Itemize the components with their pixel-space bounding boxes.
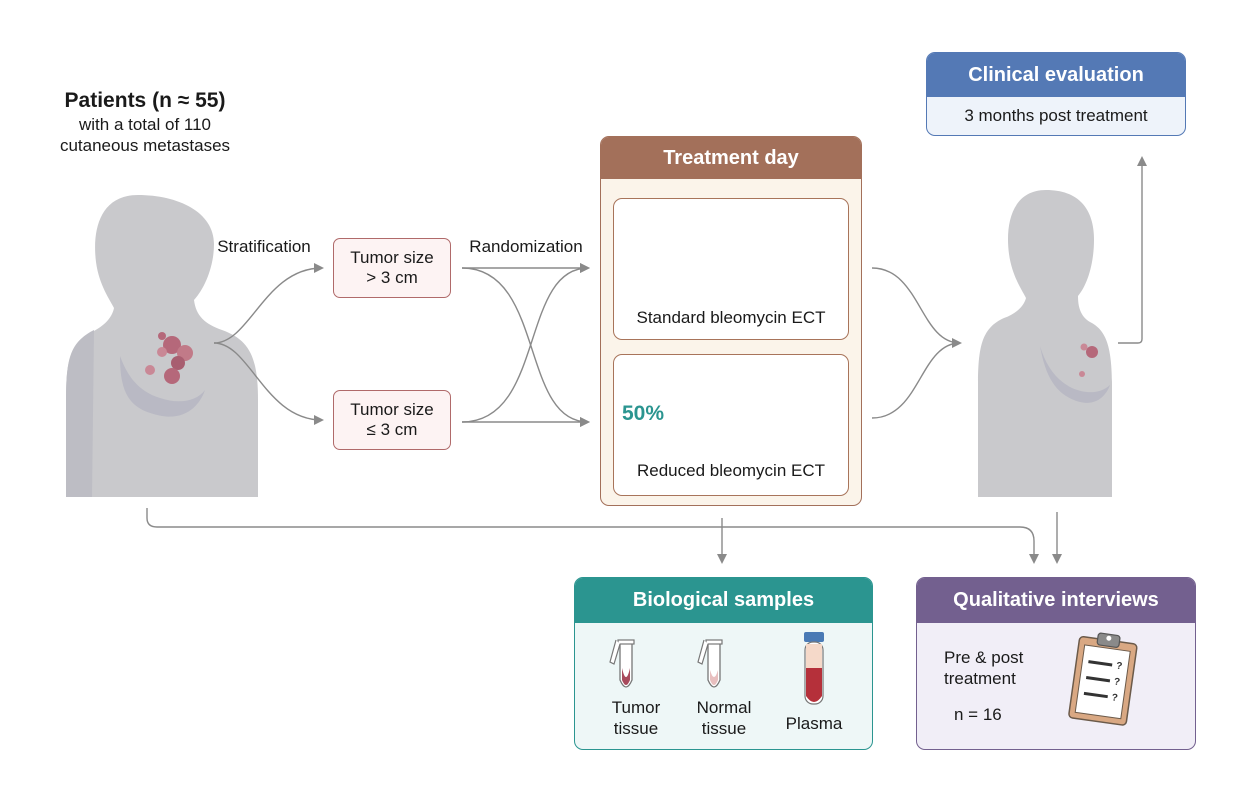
patients-line2: cutaneous metastases — [59, 136, 231, 155]
interview-count: n = 16 — [954, 705, 1002, 724]
plasma-tube-icon — [804, 632, 824, 705]
patients-block: Patients (n ≈ 55) with a total of 110 cu… — [30, 88, 260, 156]
interview-timing-line1: Pre & post — [944, 648, 1024, 667]
reduced-ect-box — [613, 354, 849, 496]
clipboard-icon: ??? — [1068, 632, 1138, 726]
qualitative-interviews-header: Qualitative interviews — [917, 578, 1195, 623]
svg-text:?: ? — [1113, 676, 1121, 688]
clinical-evaluation-panel: Clinical evaluation 3 months post treatm… — [926, 52, 1186, 136]
qualitative-interviews-panel: Qualitative interviews — [916, 577, 1196, 750]
normal-tissue-line2: tissue — [701, 719, 747, 738]
reduced-ect-label: Reduced bleomycin ECT — [636, 461, 826, 480]
tumor-size-large-box: Tumor size > 3 cm — [333, 238, 451, 298]
standard-ect-label: Standard bleomycin ECT — [636, 308, 826, 327]
svg-text:?: ? — [1111, 692, 1119, 704]
tumor-tissue-label: Tumor tissue — [598, 697, 674, 739]
tumor-large-line2: > 3 cm — [366, 268, 418, 287]
treatment-day-header: Treatment day — [601, 137, 861, 179]
normal-tissue-line1: Normal — [696, 698, 752, 717]
biological-samples-header: Biological samples — [575, 578, 872, 623]
patient-before-silhouette — [66, 195, 258, 497]
normal-tissue-label: Normal tissue — [686, 697, 762, 739]
tumor-small-line1: Tumor size — [350, 400, 434, 419]
tumor-tissue-line2: tissue — [613, 719, 659, 738]
standard-ect-box — [613, 198, 849, 340]
patient-after-silhouette — [978, 190, 1112, 497]
treatment-to-followup-connectors — [871, 267, 962, 419]
reduced-dose-percent: 50% — [622, 402, 665, 425]
stratification-connectors — [213, 263, 324, 425]
lesions-before — [145, 332, 193, 384]
interview-timing-line2: treatment — [944, 669, 1016, 688]
randomization-connectors — [461, 263, 590, 427]
patients-line1: with a total of 110 — [79, 115, 211, 134]
tumor-tube-icon — [609, 639, 635, 688]
stratification-label: Stratification — [217, 237, 311, 256]
sample-collection-connectors — [146, 508, 1062, 564]
clinical-evaluation-header: Clinical evaluation — [927, 53, 1185, 97]
normal-tissue-tube-icon — [697, 639, 723, 688]
tumor-size-small-box: Tumor size ≤ 3 cm — [333, 390, 451, 450]
svg-text:?: ? — [1115, 661, 1123, 673]
clinical-evaluation-detail: 3 months post treatment — [964, 106, 1148, 125]
plasma-label: Plasma — [785, 714, 843, 733]
interview-timing: Pre & post treatment — [944, 647, 1052, 689]
to-clinical-arrow — [1118, 156, 1147, 344]
lesions-after — [1079, 343, 1098, 377]
randomization-label: Randomization — [469, 237, 583, 256]
patients-title: Patients (n ≈ 55) — [64, 89, 226, 112]
tumor-tissue-line1: Tumor — [611, 698, 661, 717]
sample-icons — [609, 632, 824, 705]
tumor-small-line2: ≤ 3 cm — [366, 420, 418, 439]
tumor-large-line1: Tumor size — [350, 248, 434, 267]
